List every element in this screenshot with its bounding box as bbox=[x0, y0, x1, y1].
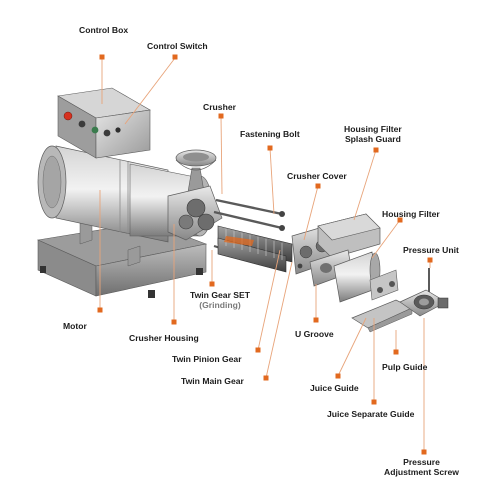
label-twin-gear-set-sub: (Grinding) bbox=[199, 300, 241, 310]
label-twin-gear-set-title: Twin Gear SET bbox=[190, 290, 251, 300]
switch-knob-icon bbox=[115, 127, 121, 133]
indicator-lamp-icon bbox=[91, 126, 99, 134]
switch-knob-icon bbox=[103, 129, 111, 137]
emergency-stop-icon bbox=[63, 111, 73, 121]
housing-filter bbox=[333, 251, 399, 303]
label-splash-guard-line1: Housing Filter bbox=[344, 124, 402, 134]
marker-motor bbox=[97, 307, 103, 313]
crusher-hopper bbox=[175, 149, 217, 193]
marker-crusher-cover bbox=[315, 183, 321, 189]
leader-lines bbox=[99, 57, 431, 452]
marker-control-box bbox=[99, 54, 105, 60]
label-pressure-adjustment-screw: Pressure Adjustment Screw bbox=[384, 457, 459, 477]
marker-twin-main-gear bbox=[263, 375, 269, 381]
marker-juice-guide bbox=[335, 373, 341, 379]
label-pressure-line2: Adjustment Screw bbox=[384, 467, 459, 477]
label-juice-guide: Juice Guide bbox=[310, 383, 359, 393]
juice-guide-tray bbox=[351, 299, 413, 333]
label-pulp-guide: Pulp Guide bbox=[382, 362, 428, 372]
splash-guard bbox=[317, 213, 381, 259]
label-control-box: Control Box bbox=[79, 25, 129, 35]
marker-crusher-housing bbox=[171, 319, 177, 325]
label-control-switch: Control Switch bbox=[147, 41, 208, 51]
marker-crusher bbox=[218, 113, 224, 119]
marker-pressure-adjustment-screw bbox=[421, 449, 427, 455]
marker-pulp-guide bbox=[393, 349, 399, 355]
marker-u-groove bbox=[313, 317, 319, 323]
label-markers bbox=[97, 54, 433, 455]
marker-twin-pinion-gear bbox=[255, 347, 261, 353]
label-twin-gear-set: Twin Gear SET (Grinding) bbox=[190, 290, 250, 310]
label-housing-filter-splash-guard: Housing Filter Splash Guard bbox=[344, 124, 402, 144]
label-crusher-cover: Crusher Cover bbox=[287, 171, 347, 181]
marker-pressure-unit bbox=[427, 257, 433, 263]
marker-juice-separate-guide bbox=[371, 399, 377, 405]
control-box bbox=[57, 87, 151, 159]
label-pressure-unit: Pressure Unit bbox=[403, 245, 459, 255]
label-twin-pinion-gear: Twin Pinion Gear bbox=[172, 354, 242, 364]
label-juice-separate-guide: Juice Separate Guide bbox=[327, 409, 415, 419]
label-crusher: Crusher bbox=[203, 102, 236, 112]
label-splash-guard-line2: Splash Guard bbox=[344, 134, 401, 144]
label-pressure-line1: Pressure bbox=[403, 457, 440, 467]
label-motor: Motor bbox=[63, 321, 87, 331]
label-fastening-bolt: Fastening Bolt bbox=[240, 129, 300, 139]
label-twin-main-gear: Twin Main Gear bbox=[181, 376, 244, 386]
label-housing-filter: Housing Filter bbox=[382, 209, 440, 219]
marker-twin-gear-set bbox=[209, 281, 215, 287]
crusher-housing bbox=[167, 185, 223, 241]
label-u-groove: U Groove bbox=[295, 329, 334, 339]
marker-splash-guard bbox=[373, 147, 379, 153]
label-crusher-housing: Crusher Housing bbox=[129, 333, 199, 343]
marker-control-switch bbox=[172, 54, 178, 60]
switch-knob-icon bbox=[78, 120, 86, 128]
pressure-unit bbox=[399, 268, 449, 317]
marker-housing-filter bbox=[397, 217, 403, 223]
twin-gear-set bbox=[217, 225, 293, 273]
marker-fastening-bolt bbox=[267, 145, 273, 151]
